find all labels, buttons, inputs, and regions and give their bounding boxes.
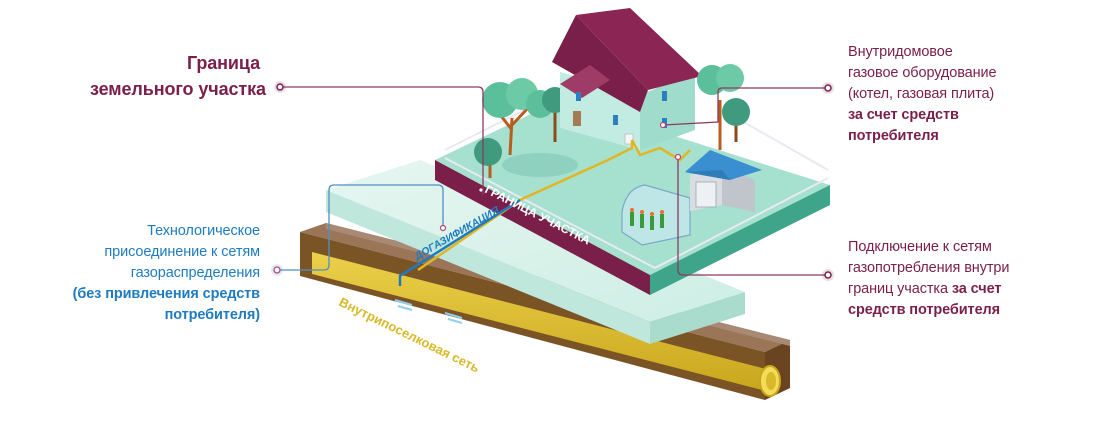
callout-indoor-equipment: Внутридомовое газовое оборудование (коте… bbox=[848, 42, 1058, 147]
consumer-gas-line bbox=[417, 139, 691, 272]
callout-tech-line1: Технологическое bbox=[147, 223, 260, 239]
callout-plot-boundary-line2: земельного участка bbox=[90, 79, 266, 99]
callout-indoor-line1: Внутридомовое bbox=[848, 44, 953, 60]
callout-indoor-line3: (котел, газовая плита) bbox=[848, 86, 995, 102]
callout-markers bbox=[271, 81, 834, 281]
callout-connect-line3-bold: за счет bbox=[951, 281, 1002, 297]
callout-tech-line2: присоединение к сетям bbox=[104, 244, 260, 260]
door bbox=[573, 111, 581, 126]
village-gas-pipe bbox=[312, 252, 781, 397]
garage bbox=[685, 150, 762, 212]
callout-indoor-bold1: за счет средств bbox=[848, 107, 959, 123]
callout-connect-line1: Подключение к сетям bbox=[848, 239, 992, 255]
callout-connect-bold2: средств потребителя bbox=[848, 302, 1000, 318]
leader-lines bbox=[277, 86, 828, 276]
leader-indoor bbox=[662, 87, 828, 126]
callout-tech-connection: Технологическое присоединение к сетям га… bbox=[60, 221, 260, 326]
flow-arrows-icon bbox=[394, 299, 463, 324]
callout-indoor-bold2: потребителя bbox=[848, 128, 939, 144]
house bbox=[552, 8, 702, 150]
leader-connect bbox=[677, 158, 828, 276]
gas-meter-icon bbox=[624, 133, 634, 145]
callout-indoor-line2: газовое оборудование bbox=[848, 65, 997, 81]
callout-plot-boundary: Граница земельного участка bbox=[90, 50, 266, 102]
gasification-line bbox=[398, 198, 521, 286]
callout-tech-bold1: (без привлечения средств bbox=[72, 286, 260, 302]
callout-tech-bold2: потребителя) bbox=[164, 307, 261, 323]
callout-connect-line2: газопотребления внутри bbox=[848, 260, 1010, 276]
greenhouse bbox=[621, 184, 691, 246]
leader-tech bbox=[277, 184, 444, 271]
callout-tech-line3: газораспределения bbox=[130, 265, 260, 281]
trees-right bbox=[697, 64, 750, 150]
leader-boundary bbox=[280, 86, 484, 195]
callout-plot-boundary-line1: Граница bbox=[186, 53, 260, 73]
callout-consumption-connection: Подключение к сетям газопотребления внут… bbox=[848, 237, 1068, 321]
callout-connect-line3: границ участка bbox=[848, 281, 952, 297]
land-plot bbox=[435, 100, 830, 295]
